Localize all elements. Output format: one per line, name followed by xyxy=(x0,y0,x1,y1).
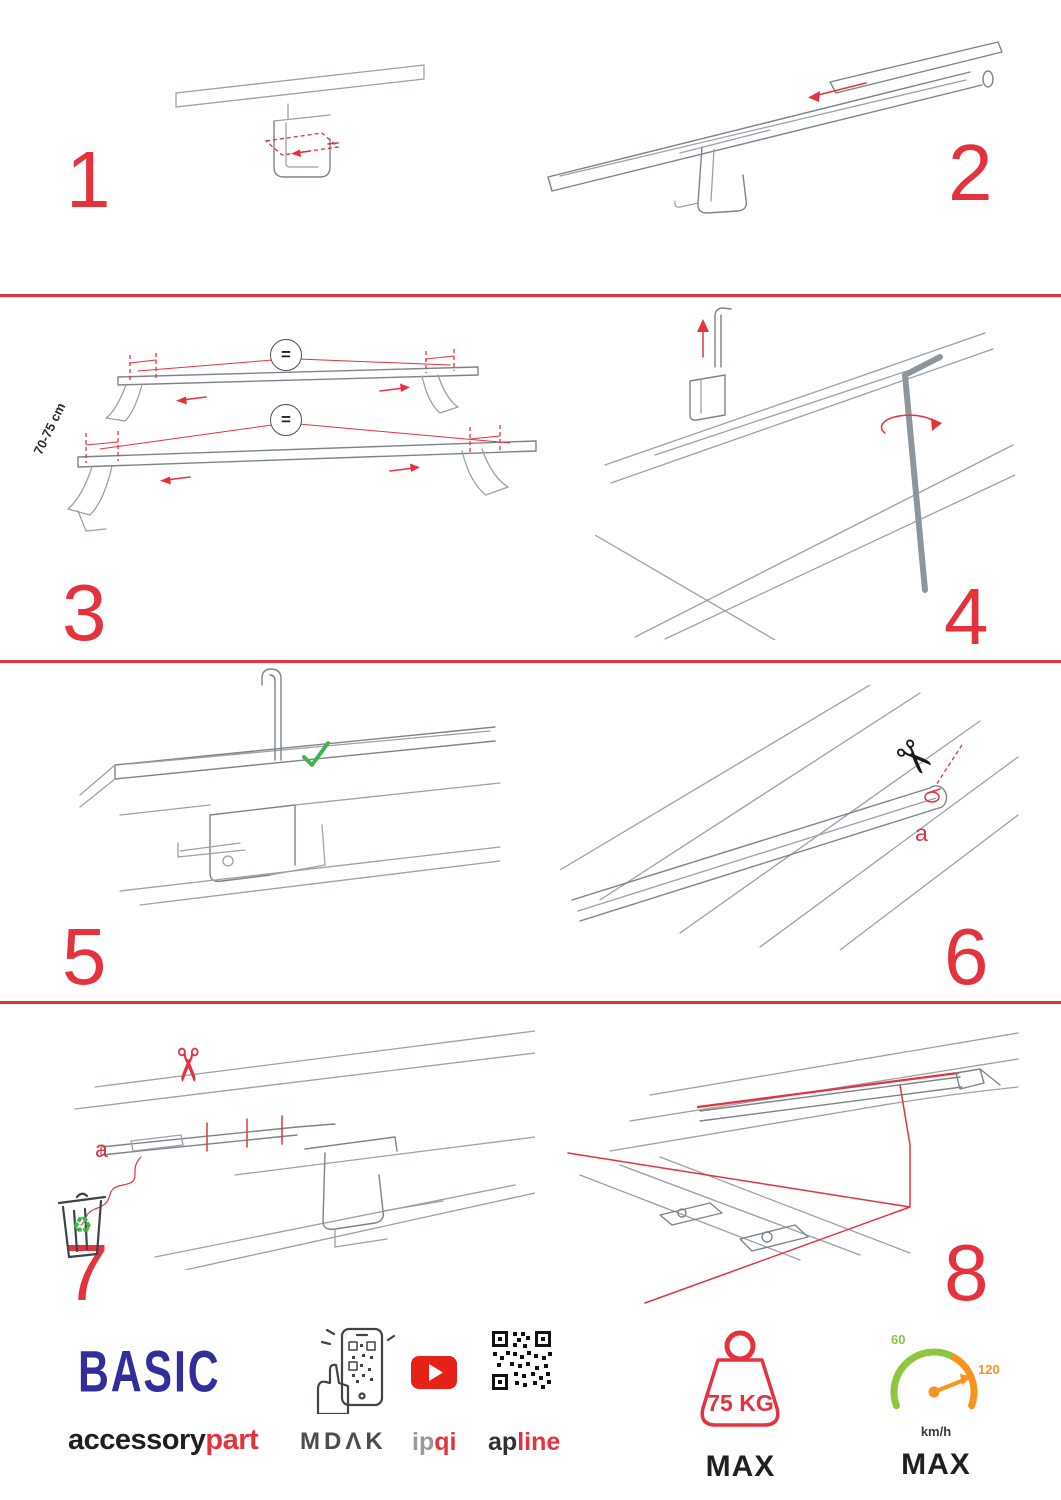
step-3: 3 = = 70-75 cm xyxy=(0,298,560,660)
checkmark-icon xyxy=(302,741,330,767)
partner-ipqi-label: ipqi xyxy=(412,1428,456,1457)
scissors-icon: ✂ xyxy=(160,1045,215,1085)
step-1-illustration xyxy=(175,64,425,178)
recycle-icon: ♻ xyxy=(72,1213,93,1239)
step-5-number: 5 xyxy=(62,912,107,1001)
step-3-number: 3 xyxy=(62,568,107,657)
section-divider-3 xyxy=(0,1001,1061,1004)
step-3-illustration xyxy=(67,349,537,532)
step-6: 6 ✂ a xyxy=(560,663,1061,1000)
brand-subtitle-red: part xyxy=(205,1424,259,1456)
step-1-number: 1 xyxy=(66,135,111,224)
step-5-illustration xyxy=(79,668,501,906)
step-1: 1 xyxy=(0,0,530,295)
max-load-weight-icon xyxy=(700,1330,780,1427)
speed-max-label: MAX xyxy=(901,1448,971,1481)
step-8-illustration xyxy=(567,1032,1019,1304)
youtube-icon xyxy=(411,1356,457,1389)
qr-code-icon xyxy=(490,1329,553,1392)
footer: BASIC accessorypart MDΛK xyxy=(0,1320,1061,1500)
step-2-illustration xyxy=(547,41,1003,214)
equal-sign: = xyxy=(281,345,291,364)
step-2-number: 2 xyxy=(948,128,993,217)
partner-mdak-label: MDΛK xyxy=(300,1428,387,1455)
ipqi-gray: ip xyxy=(412,1428,435,1456)
speedometer-icon xyxy=(890,1348,978,1410)
phone-qr-scan-icon xyxy=(316,1327,396,1414)
partner-apline-label: apline xyxy=(488,1428,560,1457)
apline-black: ap xyxy=(488,1428,518,1456)
step-5: 5 xyxy=(0,663,560,1000)
step-7-illustration xyxy=(57,1030,535,1270)
cut-part-label: a xyxy=(915,820,928,846)
speed-unit-label: km/h xyxy=(920,1424,952,1439)
speed-min-label: 60 xyxy=(891,1332,906,1347)
brand-logo: BASIC xyxy=(78,1338,221,1405)
equal-spacing-badge-rear: = xyxy=(270,339,302,371)
step-4-illustration xyxy=(595,307,1015,640)
max-load-value: 75 KG xyxy=(707,1390,774,1416)
step-6-number: 6 xyxy=(944,912,989,1001)
section-divider-1 xyxy=(0,294,1061,297)
speed-max-value-label: 120 xyxy=(978,1362,1000,1377)
brand-subtitle: accessorypart xyxy=(68,1424,259,1457)
max-load-label: MAX xyxy=(705,1450,776,1483)
apline-red: line xyxy=(517,1428,561,1456)
brand-subtitle-black: accessory xyxy=(68,1424,206,1456)
equal-spacing-badge-front: = xyxy=(270,404,302,436)
section-divider-2 xyxy=(0,660,1061,663)
cut-part-label: a xyxy=(95,1136,108,1162)
step-4-number: 4 xyxy=(944,572,989,661)
step-7: 7 ✂ a ♻ xyxy=(0,1003,560,1333)
ipqi-red: qi xyxy=(434,1428,457,1456)
step-2: 2 xyxy=(530,0,1061,295)
step-8-number: 8 xyxy=(944,1228,989,1317)
step-4: 4 xyxy=(560,298,1061,660)
step-6-illustration xyxy=(560,685,1019,950)
step-8: 8 xyxy=(560,1003,1061,1333)
equal-sign: = xyxy=(281,410,291,429)
